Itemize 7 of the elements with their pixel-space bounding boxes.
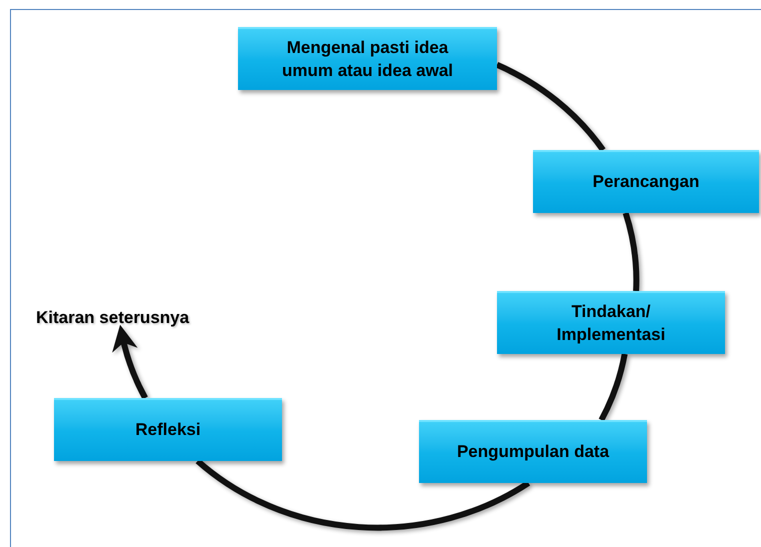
step-box: Tindakan/ Implementasi xyxy=(497,291,725,354)
step-box: Mengenal pasti idea umum atau idea awal xyxy=(238,27,497,90)
step-label: Kitaran seterusnya xyxy=(36,306,218,330)
cycle-arrow xyxy=(112,324,148,400)
step-box: Pengumpulan data xyxy=(419,420,647,483)
step-box: Perancangan xyxy=(533,150,759,213)
step-box: Refleksi xyxy=(54,398,282,461)
